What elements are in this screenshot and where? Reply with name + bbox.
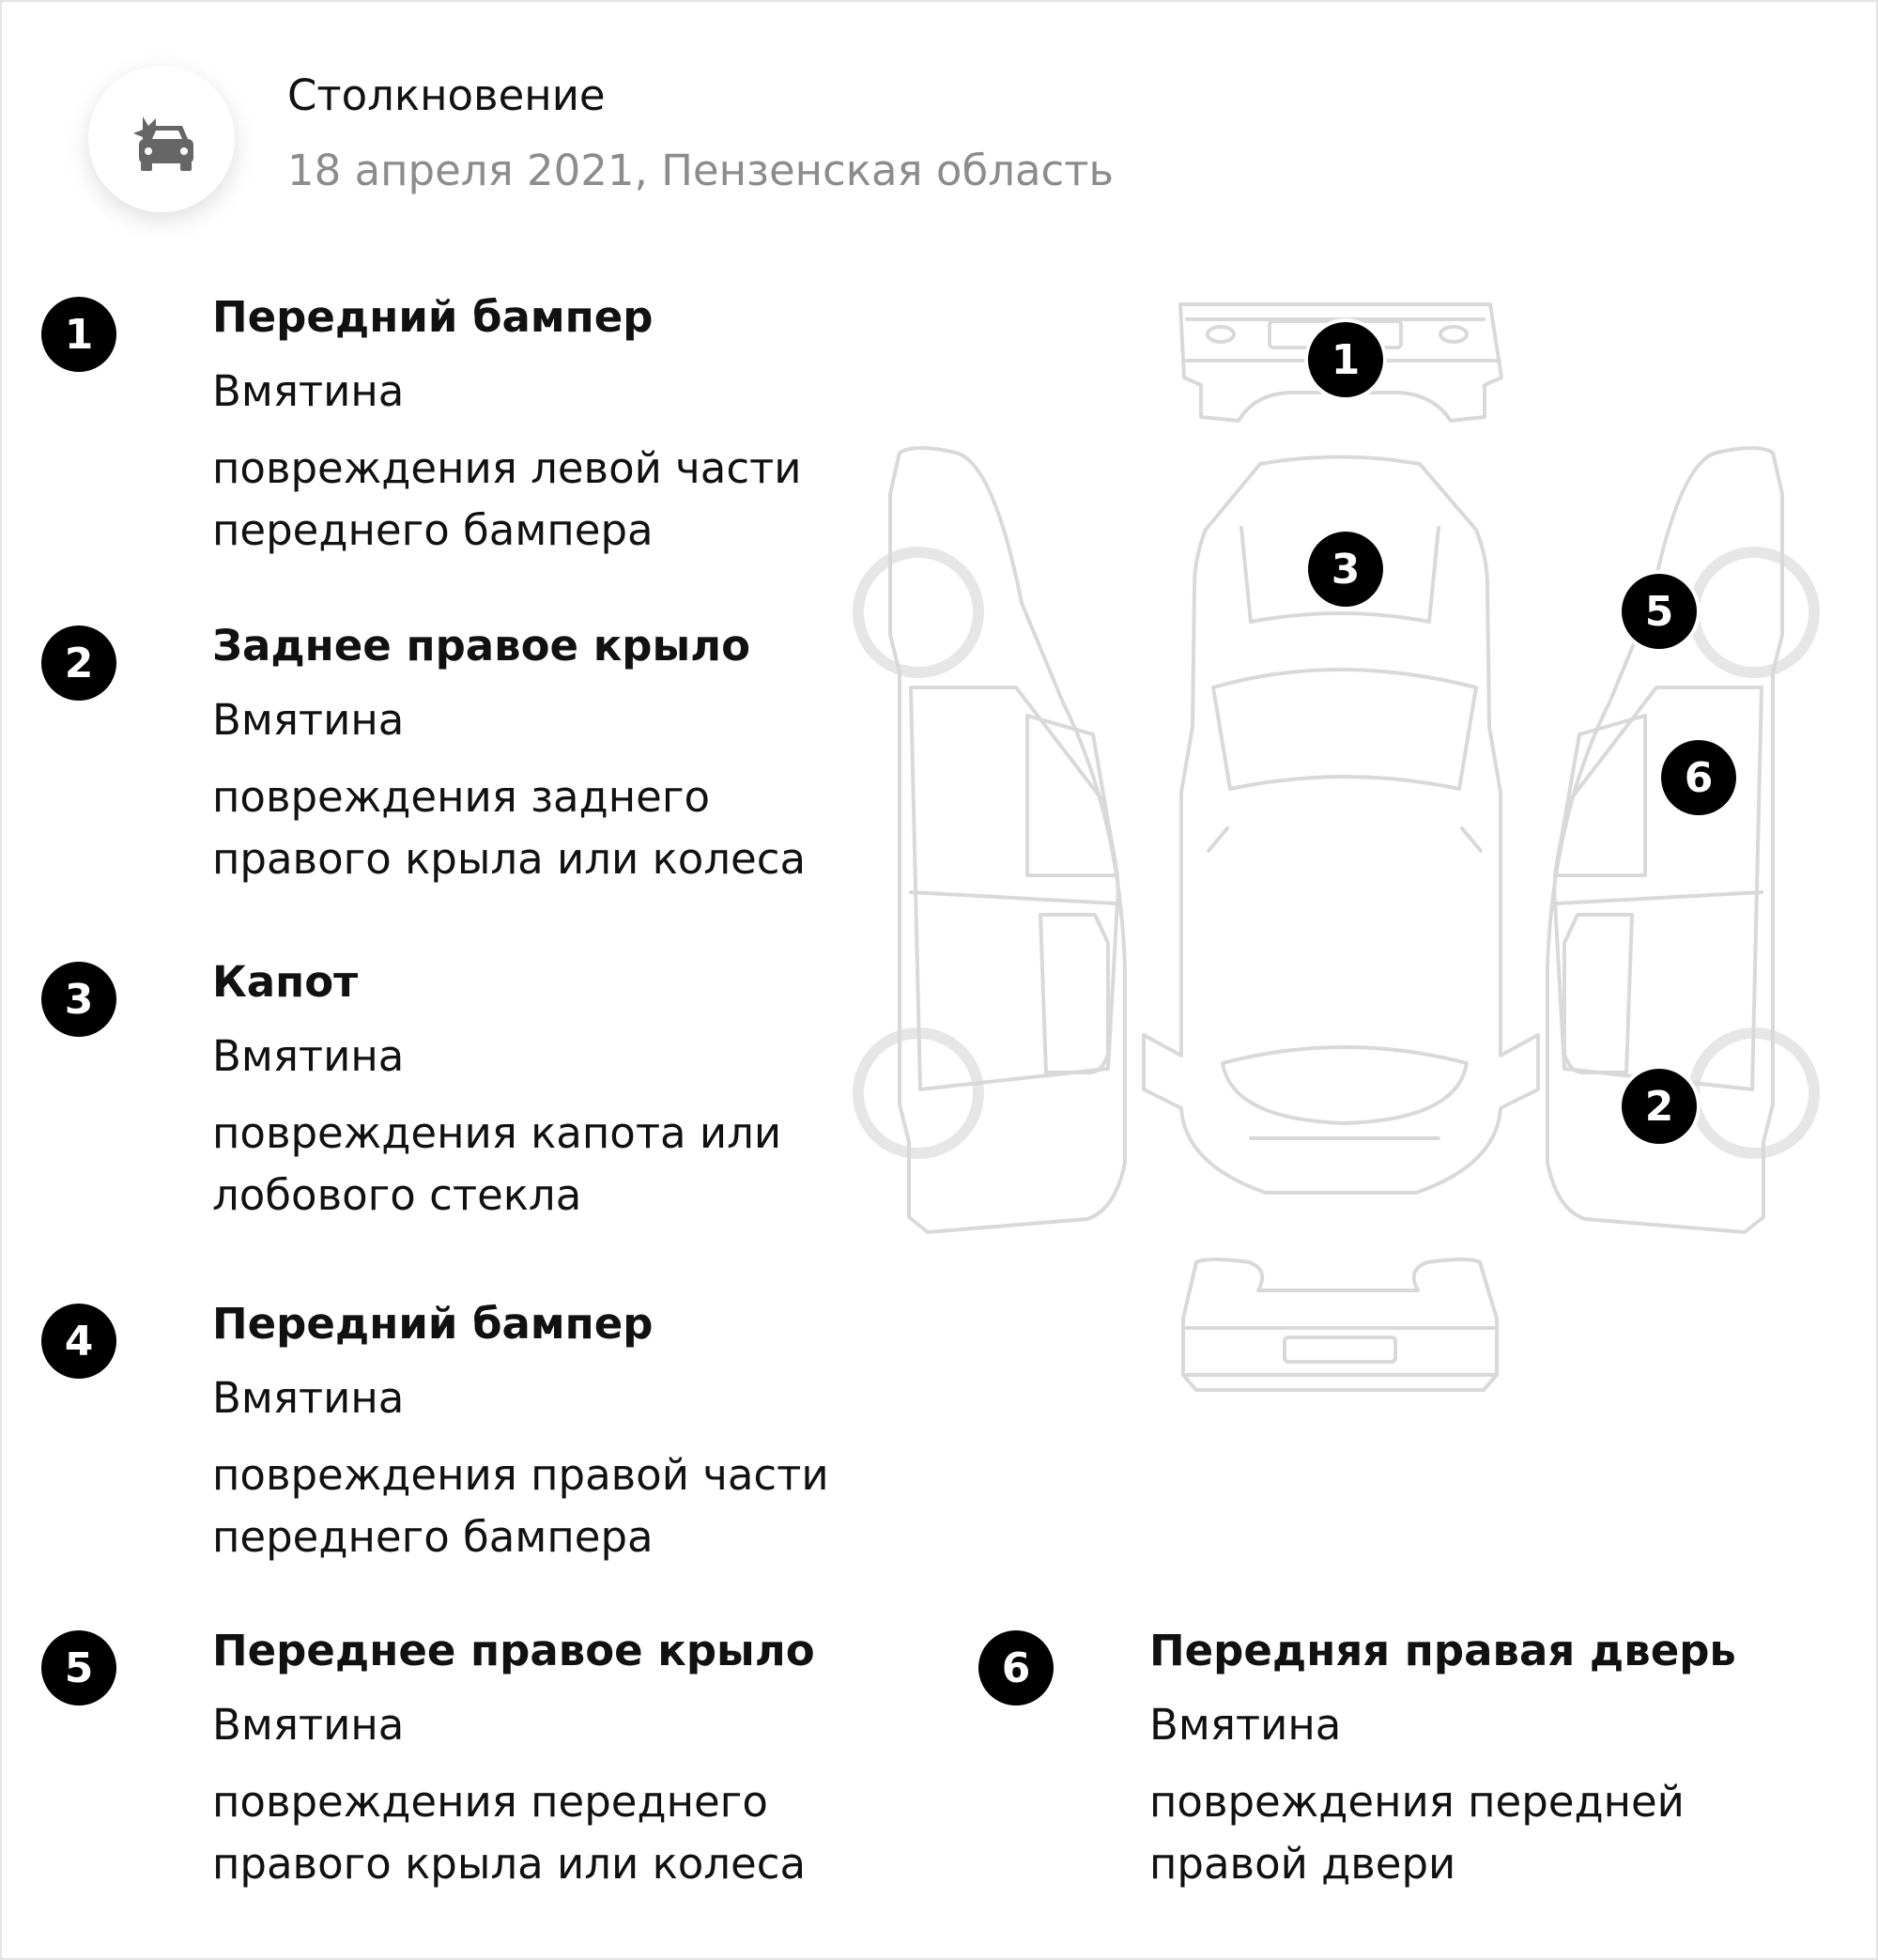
damage-type: Вмятина <box>212 695 405 745</box>
damage-type: Вмятина <box>1149 1700 1342 1750</box>
damage-number-badge: 1 <box>41 297 116 372</box>
damage-part: Передний бампер <box>212 1299 654 1349</box>
damage-number-badge: 6 <box>978 1630 1054 1705</box>
damage-type: Вмятина <box>212 366 405 416</box>
damage-description: повреждения правой части переднего бампе… <box>212 1450 829 1562</box>
event-title: Столкновение <box>287 70 606 120</box>
damage-item-2: 2 Заднее правое крыло Вмятина повреждени… <box>41 618 888 890</box>
diagram-marker-2: 2 <box>1622 1069 1697 1144</box>
damage-description: повреждения левой части переднего бампер… <box>212 443 802 555</box>
damage-item-1: 1 Передний бампер Вмятина повреждения ле… <box>41 289 888 562</box>
header-icon-badge <box>88 66 235 212</box>
damage-item-6: 6 Передняя правая дверь Вмятина поврежде… <box>978 1623 1825 1895</box>
damage-number-badge: 3 <box>41 962 116 1037</box>
diagram-marker-6: 6 <box>1661 740 1736 815</box>
damage-description: повреждения переднего правого крыла или … <box>212 1777 807 1889</box>
damage-part: Переднее правое крыло <box>212 1626 815 1675</box>
damage-item-5: 5 Переднее правое крыло Вмятина поврежде… <box>41 1623 888 1895</box>
damage-description: повреждения передней правой двери <box>1149 1777 1685 1889</box>
diagram-marker-5: 5 <box>1622 574 1697 649</box>
damage-number-badge: 4 <box>41 1304 116 1379</box>
car-right-side-view <box>1546 446 1820 1234</box>
damage-number-badge: 5 <box>41 1630 116 1705</box>
car-damage-diagram <box>853 302 1820 1392</box>
damage-part: Передняя правая дверь <box>1149 1626 1736 1675</box>
damage-part: Заднее правое крыло <box>212 621 751 671</box>
car-crash-icon <box>133 116 193 171</box>
damage-item-3: 3 Капот Вмятина повреждения капота или л… <box>41 954 888 1227</box>
damage-type: Вмятина <box>212 1031 405 1081</box>
damage-part: Капот <box>212 957 359 1007</box>
damage-type: Вмятина <box>212 1373 405 1423</box>
car-left-side-view <box>853 446 1127 1234</box>
damage-item-4: 4 Передний бампер Вмятина повреждения пр… <box>41 1296 888 1568</box>
damage-part: Передний бампер <box>212 292 654 342</box>
damage-description: повреждения заднего правого крыла или ко… <box>212 772 807 884</box>
diagram-marker-3: 3 <box>1308 532 1383 607</box>
car-rear-view <box>1181 1258 1499 1392</box>
damage-description: повреждения капота или лобового стекла <box>212 1108 782 1220</box>
car-top-view <box>1142 455 1540 1195</box>
damage-number-badge: 2 <box>41 625 116 701</box>
damage-type: Вмятина <box>212 1700 405 1750</box>
event-date-region: 18 апреля 2021, Пензенская область <box>287 146 1115 195</box>
diagram-marker-1: 1 <box>1308 322 1383 397</box>
